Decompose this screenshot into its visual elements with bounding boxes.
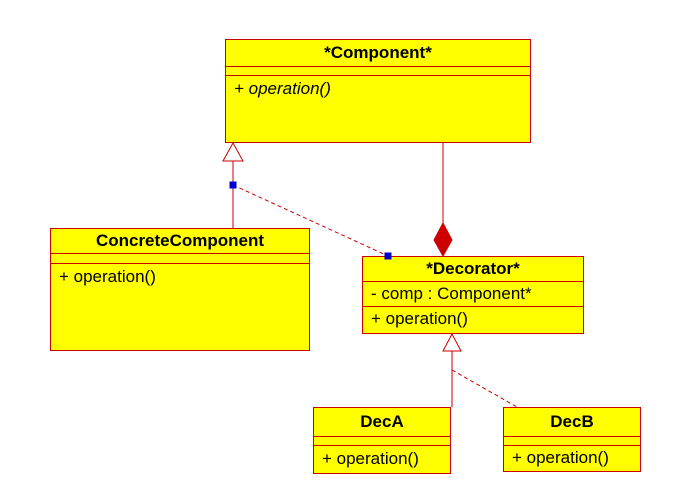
separator	[504, 436, 640, 437]
dashed-link	[232, 184, 389, 257]
class-component[interactable]: *Component* + operation()	[225, 39, 531, 143]
selection-handle[interactable]	[384, 252, 392, 260]
operation: + operation()	[234, 79, 331, 98]
class-deca[interactable]: DecA + operation()	[313, 407, 451, 474]
separator	[314, 436, 450, 437]
separator	[226, 75, 530, 76]
class-decb[interactable]: DecB + operation()	[503, 407, 641, 472]
class-name: *Component*	[324, 43, 432, 62]
class-concrete-component[interactable]: ConcreteComponent + operation()	[50, 228, 310, 351]
dashed-link	[451, 369, 518, 408]
class-name: ConcreteComponent	[95, 231, 265, 250]
separator	[363, 306, 583, 307]
operation: + operation()	[59, 267, 156, 286]
generalization-arrowhead[interactable]	[222, 141, 244, 162]
separator	[363, 281, 583, 282]
separator	[226, 66, 530, 67]
class-name: DecA	[360, 412, 404, 431]
separator	[314, 445, 450, 446]
class-name: DecB	[550, 412, 594, 431]
operation: + operation()	[322, 449, 419, 468]
selection-handle[interactable]	[229, 181, 237, 189]
operation: + operation()	[371, 309, 468, 328]
composition-diamond[interactable]	[433, 221, 453, 258]
generalization-arrowhead[interactable]	[442, 332, 462, 352]
class-name: *Decorator*	[426, 259, 520, 278]
separator	[504, 445, 640, 446]
separator	[51, 263, 309, 264]
separator	[51, 253, 309, 254]
attribute: - comp : Component*	[371, 284, 532, 303]
operation: + operation()	[512, 448, 609, 467]
class-decorator[interactable]: *Decorator* - comp : Component* + operat…	[362, 256, 584, 334]
